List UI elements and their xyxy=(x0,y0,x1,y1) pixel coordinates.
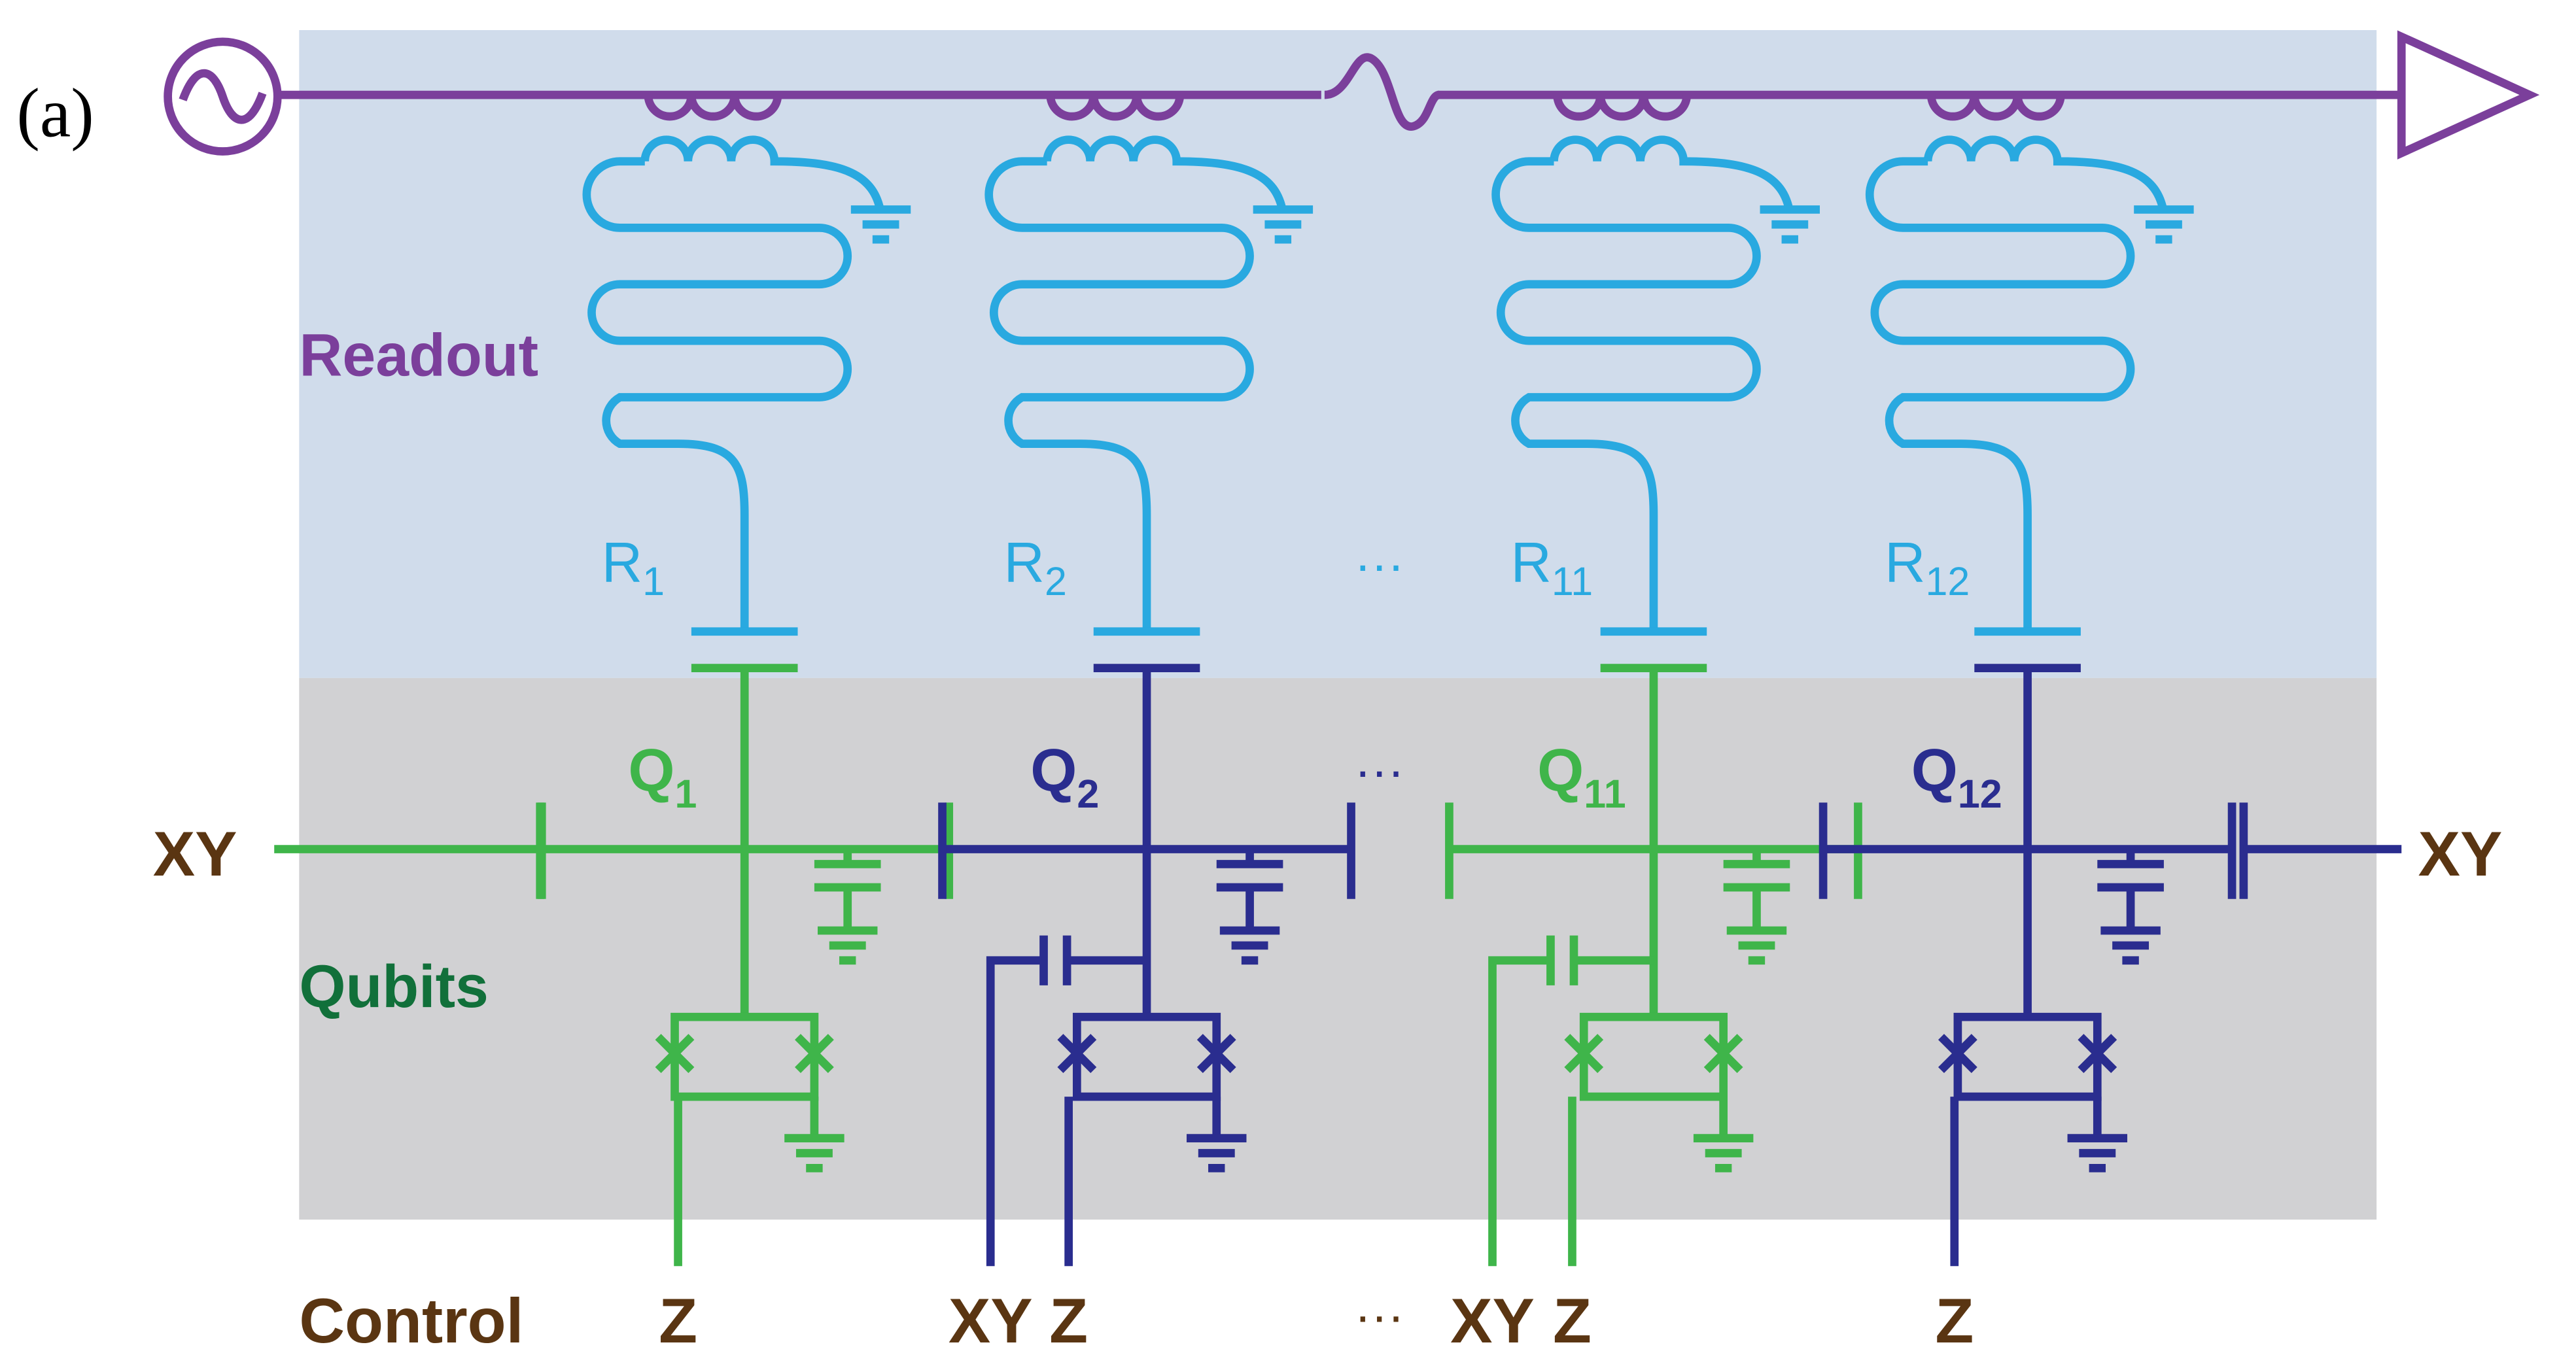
qubit-12 xyxy=(1819,664,2237,1267)
josephson-junction-icon xyxy=(1703,1034,1743,1073)
left-xy-label: XY xyxy=(153,819,237,889)
resonator-2 xyxy=(984,135,1287,628)
ground-icon xyxy=(1219,926,1280,965)
right-xy-line xyxy=(2239,802,2402,899)
ground-icon xyxy=(1726,926,1787,965)
coupling-inductor-icon xyxy=(1046,94,1185,121)
ellipsis-readout: ··· xyxy=(1355,538,1404,593)
amplifier-icon xyxy=(2397,30,2540,160)
panel-label: (a) xyxy=(16,75,94,152)
resonator-11 xyxy=(1491,135,1794,628)
xy-control-label: XY xyxy=(949,1286,1033,1356)
ground-icon xyxy=(2100,926,2161,965)
feedline-coupling-inductors xyxy=(644,94,2065,121)
qubit-region xyxy=(299,677,2377,1220)
resonator-12 xyxy=(1865,135,2168,628)
coupling-inductor-icon xyxy=(644,94,782,121)
ground-icon xyxy=(2134,205,2194,244)
resonator-1 xyxy=(582,135,885,628)
z-control-label: Z xyxy=(1553,1286,1592,1356)
ground-icon xyxy=(850,205,911,244)
microwave-source-icon xyxy=(164,37,282,156)
left-xy-line xyxy=(274,802,546,899)
z-control-label: Z xyxy=(1049,1286,1088,1356)
ground-icon xyxy=(2067,1134,2128,1172)
right-xy-label: XY xyxy=(2418,819,2503,889)
z-control-label: Z xyxy=(659,1286,697,1356)
josephson-junction-icon xyxy=(1938,1034,1977,1073)
josephson-junction-icon xyxy=(655,1034,695,1073)
xy-control-label: XY xyxy=(1450,1286,1535,1356)
ground-icon xyxy=(1253,205,1314,244)
josephson-junction-icon xyxy=(1057,1034,1097,1073)
ground-icon xyxy=(784,1134,844,1172)
josephson-junction-icon xyxy=(1196,1034,1236,1073)
qubits-label: Qubits xyxy=(299,953,489,1020)
ground-icon xyxy=(1187,1134,1247,1172)
josephson-junction-icon xyxy=(795,1034,834,1073)
qubit-2 xyxy=(938,664,1355,1267)
ground-icon xyxy=(1760,205,1820,244)
ellipsis-qubits: ··· xyxy=(1355,743,1404,799)
ground-icon xyxy=(1693,1134,1754,1172)
ground-icon xyxy=(817,926,878,965)
resonator-label: R12 xyxy=(1885,532,1970,604)
coupling-inductor-icon xyxy=(1553,94,1692,121)
control-label: Control xyxy=(299,1286,523,1356)
qubit-11 xyxy=(1445,664,1862,1267)
z-control-label: Z xyxy=(1935,1286,1974,1356)
xy-drive-line xyxy=(1488,935,1654,1267)
xy-drive-line xyxy=(986,935,1147,1267)
feedline-break-icon xyxy=(1321,53,1440,133)
josephson-junction-icon xyxy=(2078,1034,2117,1073)
coupling-inductor-icon xyxy=(1926,94,2065,121)
readout-label: Readout xyxy=(299,322,538,388)
ellipsis-control: ··· xyxy=(1355,1288,1404,1344)
josephson-junction-icon xyxy=(1564,1034,1604,1073)
